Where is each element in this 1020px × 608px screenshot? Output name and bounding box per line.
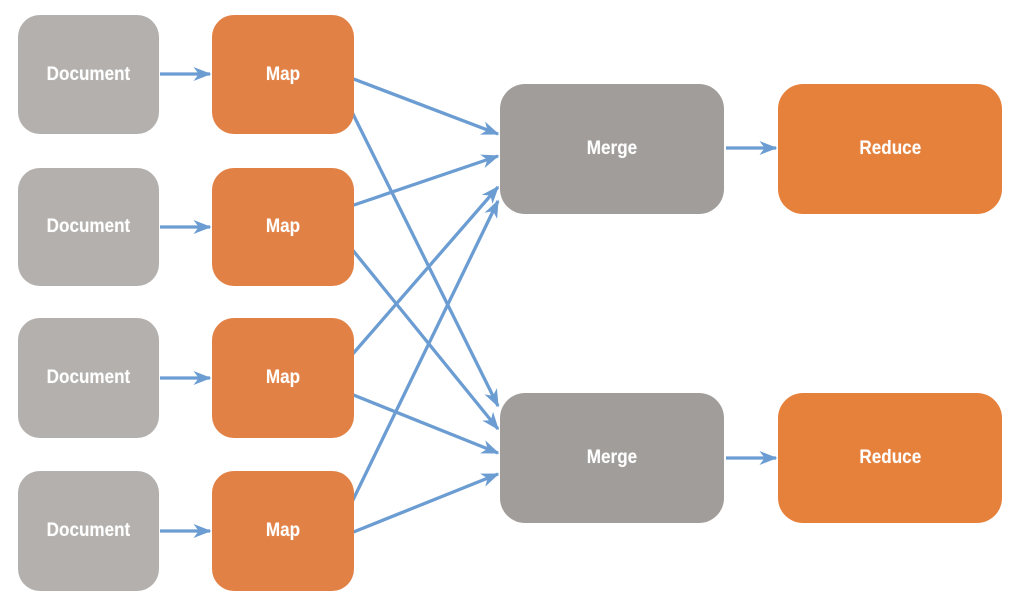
node-label-doc3: Document: [46, 367, 131, 388]
node-label-map3: Map: [265, 367, 301, 388]
node-label-map2: Map: [265, 216, 301, 237]
node-map2: Map: [212, 168, 354, 286]
node-label-doc1: Document: [46, 63, 131, 85]
node-label-merge1: Merge: [586, 138, 638, 159]
node-label-doc2: Document: [46, 216, 131, 237]
arrow-map2-to-merge1: [350, 154, 500, 208]
node-label-reduce1: Reduce: [859, 138, 921, 159]
node-label-merge2: Merge: [586, 447, 638, 468]
node-doc1: Document: [18, 15, 159, 134]
arrow-map1-to-merge1: [350, 76, 500, 136]
node-merge1: Merge: [500, 84, 724, 214]
arrow-map3-to-merge2: [350, 392, 500, 455]
node-merge2: Merge: [500, 393, 724, 523]
node-doc4: Document: [18, 471, 159, 591]
node-label-reduce2: Reduce: [859, 447, 921, 468]
node-map1: Map: [212, 15, 354, 134]
node-reduce1: Reduce: [778, 84, 1002, 214]
arrow-map4-to-merge2: [350, 472, 500, 535]
arrow-map4-to-merge1: [349, 199, 500, 505]
arrow-map1-to-merge2: [349, 109, 500, 408]
arrow-map3-to-merge1: [349, 185, 500, 358]
node-map3: Map: [212, 318, 354, 438]
node-label-map1: Map: [265, 63, 301, 85]
node-label-doc4: Document: [46, 520, 131, 541]
node-reduce2: Reduce: [778, 393, 1002, 523]
node-map4: Map: [212, 471, 354, 591]
node-label-map4: Map: [265, 520, 301, 541]
arrow-map2-to-merge2: [349, 246, 500, 431]
node-doc3: Document: [18, 318, 159, 438]
node-doc2: Document: [18, 168, 159, 286]
